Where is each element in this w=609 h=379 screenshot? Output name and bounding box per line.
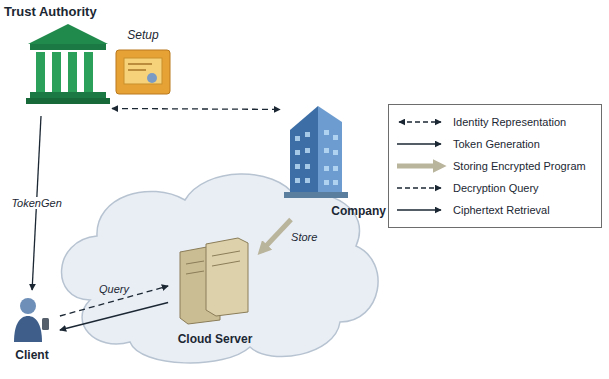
connector-label: Query [97,283,131,295]
legend-line [399,121,441,122]
setup-node: Setup [112,28,174,98]
legend-text: Identity Representation [453,116,566,128]
node-label: Client [15,348,48,362]
node-label: Company [331,204,386,218]
legend-line [397,209,441,210]
client-node: Client [6,292,58,362]
legend-box: Identity RepresentationToken GenerationS… [388,104,602,228]
connector [60,303,168,331]
connector [112,108,280,110]
legend-line [397,143,441,144]
bank-building-icon [26,24,110,104]
company-building-icon [284,106,348,198]
legend-row: Storing Encrypted Program [395,155,595,177]
authority-node: Trust Authority [4,4,110,114]
legend-line-sample [395,159,447,173]
legend-row: Identity Representation [395,111,595,133]
node-label: Cloud Server [178,332,253,346]
legend-line-sample [395,115,447,129]
node-label: Setup [127,28,158,42]
legend-text: Ciphertext Retrieval [453,204,550,216]
server-icon [180,238,248,324]
person-icon [14,298,49,342]
legend-row: Ciphertext Retrieval [395,199,595,221]
legend-text: Decryption Query [453,182,539,194]
connector [261,220,291,252]
legend-line-sample [395,181,447,195]
node-label: Trust Authority [4,4,97,19]
setup-icon [116,50,170,94]
connector-label: TokenGen [9,197,63,209]
legend-line-sample [395,203,447,217]
legend-line-sample [395,137,447,151]
company-node: Company [282,100,386,218]
legend-line [397,164,441,169]
connector-label: Store [289,231,319,243]
cloud-shape [62,174,379,363]
legend-text: Token Generation [453,138,540,150]
legend-line [397,187,441,188]
legend-row: Token Generation [395,133,595,155]
server-node: Cloud Server [170,236,260,346]
legend-text: Storing Encrypted Program [453,160,586,172]
legend-row: Decryption Query [395,177,595,199]
